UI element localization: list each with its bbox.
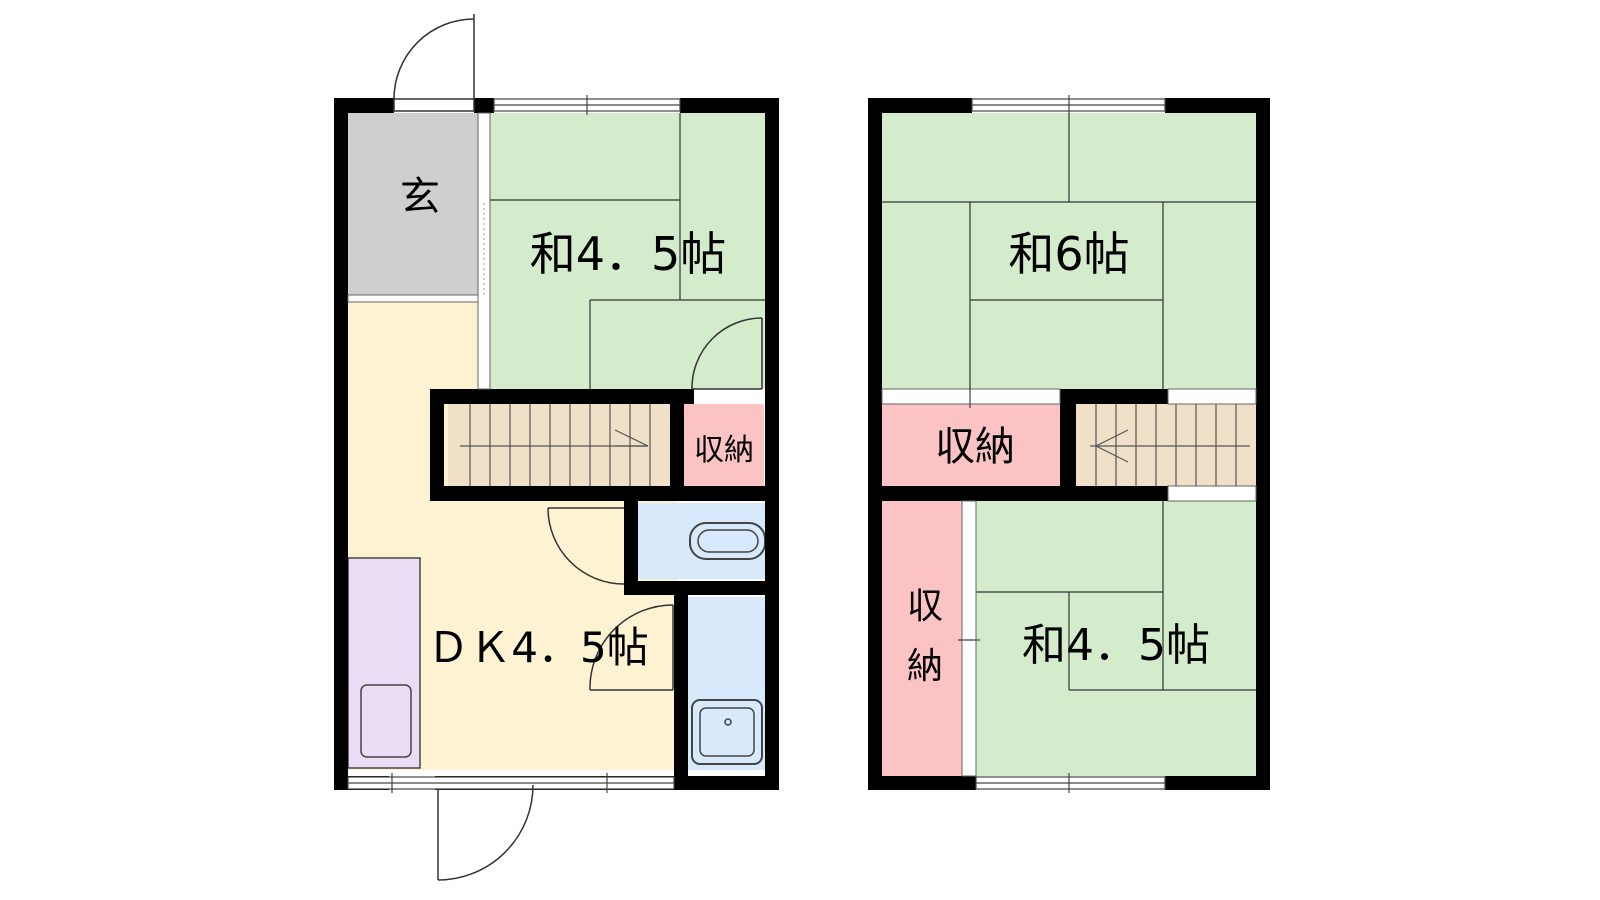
toilet-area [638,503,765,579]
label-storage-1f: 収納 [694,433,754,468]
sink-icon [360,684,412,758]
bath-area [688,597,765,770]
bottom-door-icon [437,784,534,881]
floor-2: 和6帖 収納 収 納 和4．5帖 [868,95,1270,793]
label-washitsu6: 和6帖 [1008,227,1129,281]
label-washitsu-1f: 和4．5帖 [530,227,727,281]
washitsu45-area [976,501,1256,776]
storage-top-area [882,404,1060,486]
washitsu-area [490,113,765,389]
stairs-area [448,404,670,486]
storage-side-area [882,501,962,776]
kitchen-counter [347,557,421,769]
label-washitsu45-2f: 和4．5帖 [1022,620,1210,671]
label-storage-top: 収納 [935,424,1015,470]
label-storage-side-2: 納 [907,646,943,687]
stairs-icon [460,404,651,486]
floor-1: 玄 和4．5帖 収納 ＤＫ4．5帖 [334,14,779,881]
label-entrance: 玄 [400,174,440,220]
label-dk: ＤＫ4．5帖 [427,623,648,672]
label-storage-side-1: 収 [907,586,943,627]
bathtub-icon [691,699,763,765]
entrance-door-icon [393,14,475,112]
stairs-icon-2f [1090,404,1250,486]
entrance-area [348,113,478,295]
stairs-area-2f [1076,404,1256,486]
storage-area [684,404,764,486]
